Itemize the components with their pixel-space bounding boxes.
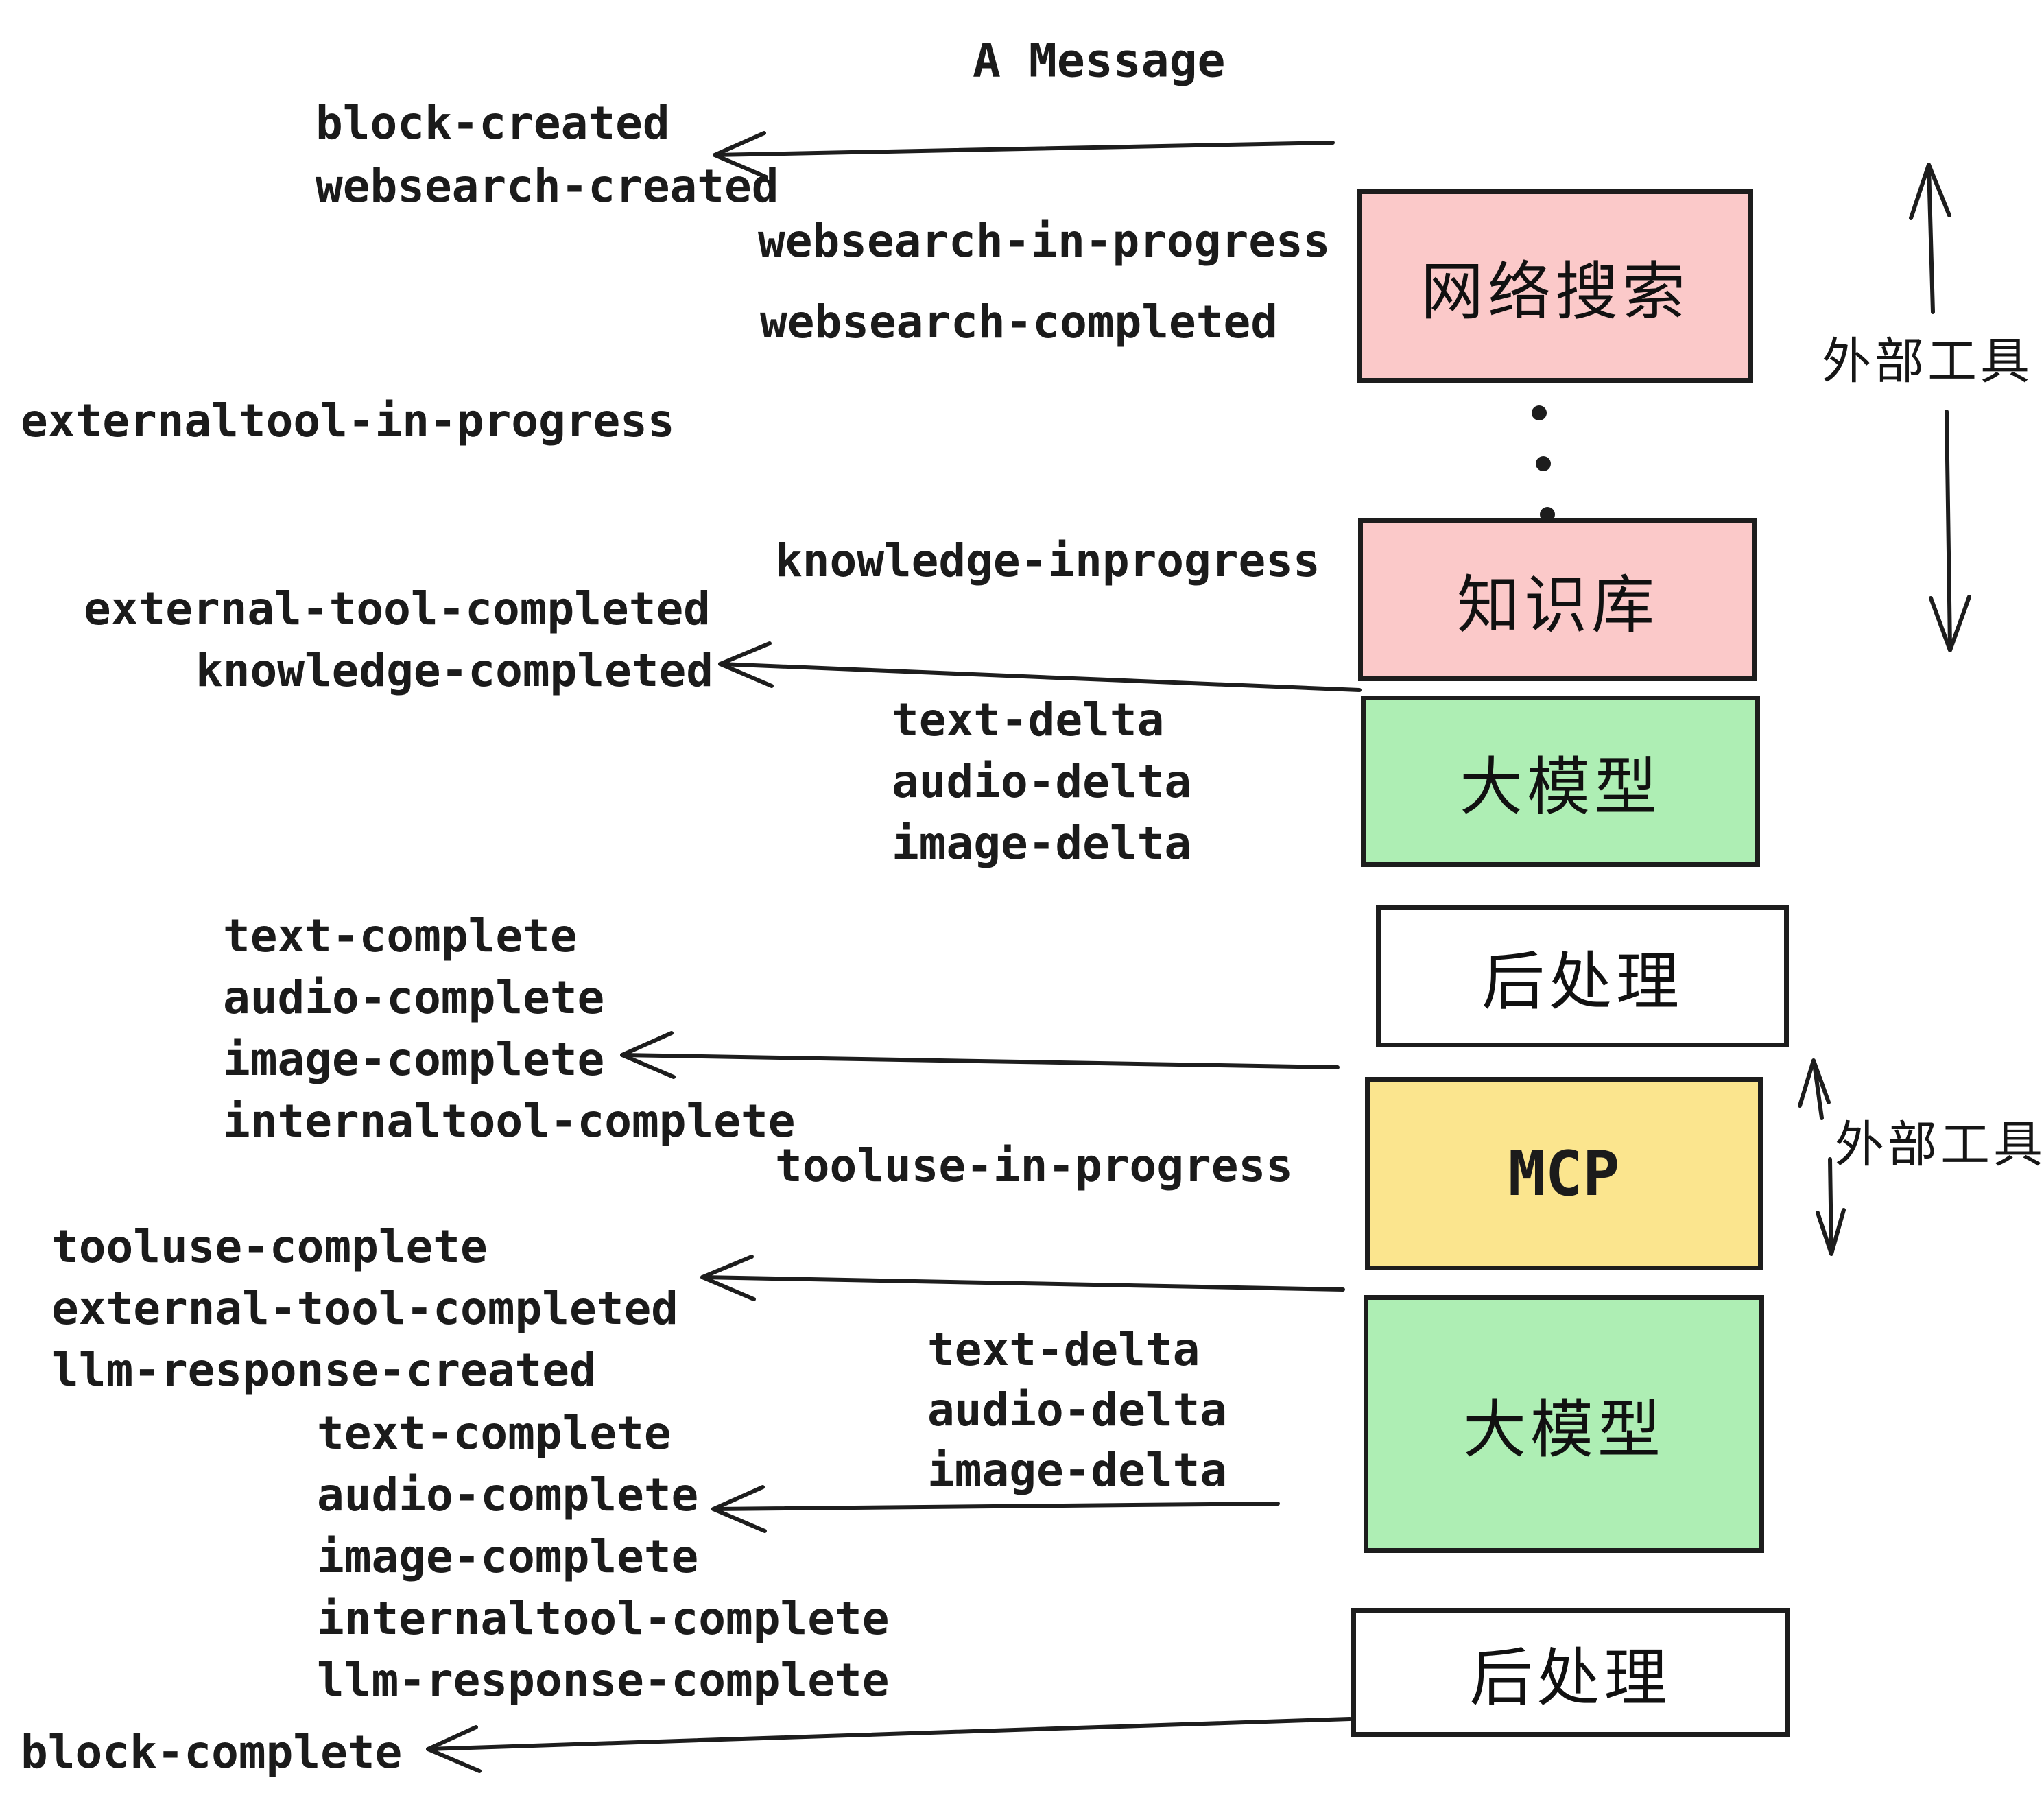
event-block-created: block-created: [316, 97, 670, 150]
node-websearch-label: 网络搜索: [1420, 257, 1689, 327]
external-tool-top-arrow: [1909, 163, 1971, 652]
external-tool-bottom-arrow: [1798, 1058, 1846, 1256]
external-tool-bottom-label: 外部工具: [1835, 1117, 2044, 1173]
node-mcp: MCP: [1365, 1077, 1763, 1270]
event-text-delta-1: text-delta: [892, 693, 1165, 746]
arrow-knowledge-completed: [718, 641, 1362, 692]
arrow-block-complete: [426, 1717, 1352, 1773]
node-llm-2-label: 大模型: [1462, 1394, 1665, 1465]
node-knowledge: 知识库: [1358, 518, 1757, 681]
event-tooluse-in-progress: tooluse-in-progress: [775, 1139, 1293, 1192]
node-websearch: 网络搜索: [1357, 189, 1753, 383]
arrow-internal-complete-1: [620, 1031, 1340, 1079]
node-knowledge-label: 知识库: [1456, 570, 1659, 641]
page-title: A Message: [973, 34, 1226, 88]
event-image-delta-1: image-delta: [892, 817, 1192, 870]
node-llm-2: 大模型: [1364, 1295, 1764, 1553]
event-internaltool-complete-1: internaltool-complete: [223, 1095, 796, 1148]
event-image-complete-1: image-complete: [223, 1033, 605, 1086]
event-knowledge-completed: knowledge-completed: [195, 644, 713, 697]
external-tool-top-label: 外部工具: [1822, 334, 2034, 390]
event-audio-complete-1: audio-complete: [223, 971, 605, 1024]
event-audio-delta-2: audio-delta: [927, 1384, 1228, 1436]
event-externaltool-in-progress: externaltool-in-progress: [21, 394, 675, 447]
event-websearch-created: websearch-created: [316, 160, 779, 213]
event-knowledge-inprogress: knowledge-inprogress: [775, 534, 1320, 587]
event-text-complete-1: text-complete: [223, 910, 578, 962]
event-tooluse-complete: tooluse-complete: [51, 1220, 488, 1273]
arrow-tooluse-complete: [700, 1255, 1345, 1301]
node-postprocess-1: 后处理: [1376, 905, 1789, 1047]
node-postprocess-1-label: 后处理: [1481, 947, 1683, 1017]
event-image-complete-2: image-complete: [317, 1530, 699, 1583]
event-websearch-completed: websearch-completed: [760, 296, 1278, 348]
event-audio-delta-1: audio-delta: [892, 755, 1192, 808]
event-websearch-in-progress: websearch-in-progress: [758, 215, 1331, 268]
node-postprocess-2: 后处理: [1351, 1608, 1790, 1737]
node-postprocess-2-label: 后处理: [1469, 1643, 1672, 1713]
event-audio-complete-2: audio-complete: [317, 1469, 699, 1521]
event-text-delta-2: text-delta: [927, 1323, 1200, 1376]
node-llm-1-label: 大模型: [1459, 752, 1661, 822]
node-mcp-label: MCP: [1508, 1137, 1620, 1210]
event-block-complete: block-complete: [21, 1726, 403, 1779]
event-text-complete-2: text-complete: [317, 1407, 672, 1460]
arrow-complete-2: [711, 1485, 1280, 1533]
event-image-delta-2: image-delta: [927, 1444, 1228, 1497]
arrow-websearch-created: [713, 131, 1335, 179]
vertical-ellipsis-dots: [1532, 405, 1555, 522]
event-external-tool-completed-2: external-tool-completed: [51, 1282, 678, 1335]
event-llm-response-created: llm-response-created: [51, 1344, 597, 1397]
event-external-tool-completed-1: external-tool-completed: [84, 582, 711, 635]
node-llm-1: 大模型: [1361, 696, 1760, 867]
event-llm-response-complete: llm-response-complete: [317, 1654, 890, 1707]
event-internaltool-complete-2: internaltool-complete: [317, 1592, 890, 1645]
